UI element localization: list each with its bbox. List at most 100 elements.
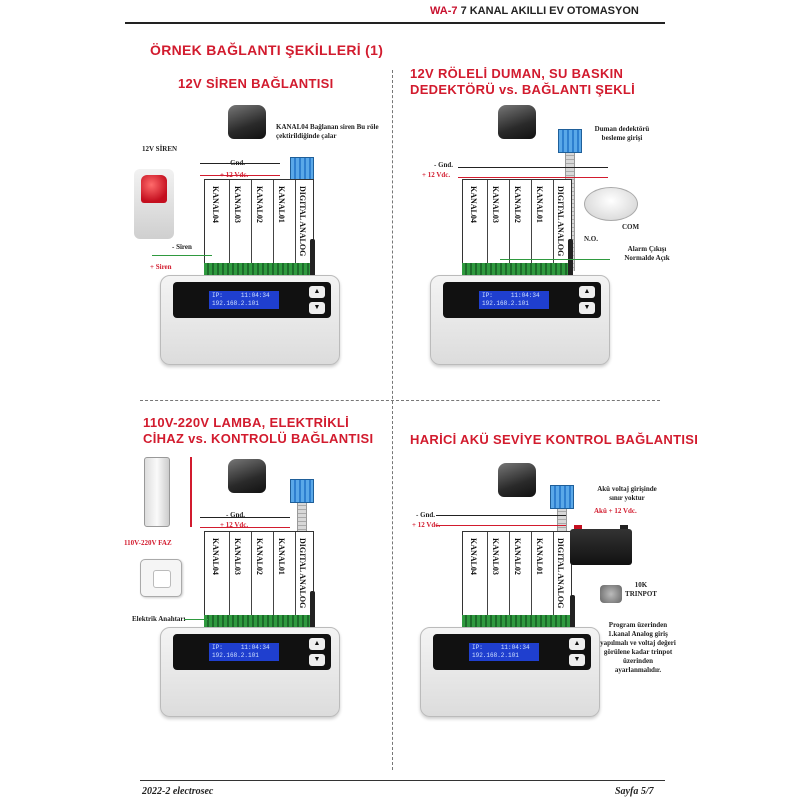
trimpot-label: 10K TRINPOT (625, 581, 657, 598)
down-button[interactable]: ▼ (579, 302, 595, 314)
vdc-wire (436, 525, 566, 526)
header-text: 7 KANAL AKILLI EV OTOMASYON (460, 5, 639, 17)
power-adapter (498, 463, 536, 497)
relay-board: KANAL04 KANAL03 KANAL02 KANAL01 DIGITAL … (204, 179, 314, 280)
channel-label: KANAL03 (233, 186, 242, 223)
section-title-line: 12V RÖLELİ DUMAN, SU BASKIN (410, 66, 624, 81)
antenna (310, 591, 315, 631)
footer-rule (140, 780, 665, 781)
down-button[interactable]: ▼ (569, 654, 585, 666)
lcd-screen: IP: 11:04:34 192.168.2.101 (469, 643, 539, 661)
switch-wire (184, 619, 208, 620)
power-adapter (498, 105, 536, 139)
vdc-wire (458, 177, 608, 178)
channel-label: KANAL02 (513, 538, 522, 575)
section-title-line: 110V-220V LAMBA, ELEKTRİKLİ (143, 415, 350, 430)
battery-plus-label: Akü + 12 Vdc. (594, 507, 637, 515)
terminal-block (462, 263, 572, 275)
program-note: Program üzerinden 1.kanal Analog giriş y… (600, 621, 676, 674)
terminal-block (204, 263, 314, 275)
switch-label: Elektrik Anahtarı (132, 615, 186, 623)
siren-lamp (141, 175, 167, 203)
controller-device: IP: 11:04:34 192.168.2.101 ▲ ▼ (420, 627, 600, 717)
antenna (570, 595, 575, 635)
terminal-block (204, 615, 314, 627)
horizontal-divider (140, 400, 660, 401)
alarm-note: Alarm Çıkışı Normalde Açık (624, 245, 670, 262)
plus-siren-label: + Siren (150, 263, 172, 271)
gnd-label: - Gnd. (226, 511, 246, 519)
channel-label: KANAL02 (513, 186, 522, 223)
down-button[interactable]: ▼ (309, 654, 325, 666)
relay-board: KANAL04 KANAL03 KANAL02 KANAL01 DIGITAL … (204, 531, 314, 632)
header-title: WA-7 7 KANAL AKILLI EV OTOMASYON (430, 5, 639, 17)
lcd-screen: IP: 11:04:34 192.168.2.101 (209, 291, 279, 309)
vdc-label: + 12 Vdc. (220, 171, 249, 179)
controller-device: IP: 11:04:34 192.168.2.101 ▲ ▼ (160, 275, 340, 365)
smoke-power-note: Duman dedektörü besleme girişi (594, 125, 650, 142)
sensor-module (550, 485, 574, 509)
up-button[interactable]: ▲ (569, 638, 585, 650)
vdc-label: + 12 Vdc. (220, 521, 249, 529)
footer-copyright: 2022-2 electrosec (142, 786, 214, 797)
controller-device: IP: 11:04:34 192.168.2.101 ▲ ▼ (430, 275, 610, 365)
channel-label: DIGITAL ANALOG (556, 186, 565, 257)
section-title-lamp: 110V-220V LAMBA, ELEKTRİKLİ CİHAZ vs. KO… (143, 415, 373, 447)
channel-label: KANAL04 (211, 538, 220, 575)
gnd-wire (200, 517, 290, 518)
header-model: WA-7 (430, 5, 458, 17)
terminal-block (462, 615, 572, 627)
controller-device: IP: 11:04:34 192.168.2.101 ▲ ▼ (160, 627, 340, 717)
siren-wire (152, 255, 212, 256)
voltage-note: Akü voltaj girişinde sınır yoktur (597, 485, 657, 502)
footer-page-number: Sayfa 5/7 (615, 786, 654, 797)
com-label: COM (622, 223, 640, 231)
up-button[interactable]: ▲ (309, 286, 325, 298)
alarm-wire (500, 259, 610, 260)
vertical-divider (392, 70, 393, 770)
lcd-screen: IP: 11:04:34 192.168.2.101 (479, 291, 549, 309)
channel-label: KANAL04 (469, 186, 478, 223)
relay-board: KANAL04 KANAL03 KANAL02 KANAL01 DIGITAL … (462, 179, 572, 280)
siren-label: 12V SİREN (142, 145, 178, 153)
vdc-label: + 12 Vdc. (412, 521, 441, 529)
sensor-module (290, 157, 314, 181)
faz-label: 110V-220V FAZ (124, 539, 172, 547)
power-adapter (228, 459, 266, 493)
channel-label: KANAL03 (233, 538, 242, 575)
no-label: N.O. (584, 235, 598, 243)
gnd-label: - Gnd. (416, 511, 436, 519)
gnd-label: - Gnd. (226, 159, 246, 167)
smoke-detector (584, 187, 638, 221)
diagram-smoke: Duman dedektörü besleme girişi - Gnd. + … (400, 95, 670, 395)
channel-label: DIGITAL ANALOG (298, 538, 307, 609)
faz-wire (190, 457, 192, 527)
up-button[interactable]: ▲ (309, 638, 325, 650)
power-adapter (228, 105, 266, 139)
section-title-smoke: 12V RÖLELİ DUMAN, SU BASKIN DEDEKTÖRÜ vs… (410, 66, 635, 98)
minus-siren-label: - Siren (172, 243, 192, 251)
channel-label: KANAL02 (255, 538, 264, 575)
channel-label: KANAL03 (491, 186, 500, 223)
gnd-wire (458, 167, 608, 168)
light-switch (140, 559, 182, 597)
channel-label: KANAL04 (211, 186, 220, 223)
battery (570, 525, 632, 565)
diagram-battery: Akü voltaj girişinde sınır yoktur Akü + … (400, 455, 676, 755)
sensor-module (558, 129, 582, 153)
section-title-line: DEDEKTÖRÜ vs. BAĞLANTI ŞEKLİ (410, 82, 636, 97)
up-button[interactable]: ▲ (579, 286, 595, 298)
channel-label: DIGITAL ANALOG (556, 538, 565, 609)
channel-label: KANAL03 (491, 538, 500, 575)
page-title: ÖRNEK BAĞLANTI ŞEKİLLERİ (1) (150, 42, 384, 58)
sensor-module (290, 479, 314, 503)
relay-board: KANAL04 KANAL03 KANAL02 KANAL01 DIGITAL … (462, 531, 572, 632)
gnd-label: - Gnd. (434, 161, 454, 169)
section-title-battery: HARİCİ AKÜ SEVİYE KONTROL BAĞLANTISI (410, 432, 699, 447)
down-button[interactable]: ▼ (309, 302, 325, 314)
gnd-wire (436, 515, 566, 516)
channel-label: KANAL02 (255, 186, 264, 223)
diagram-lamp: 110V-220V FAZ - Gnd. + 12 Vdc. KANAL04 K… (124, 445, 390, 745)
channel-label: KANAL01 (535, 186, 544, 223)
section-title-line: CİHAZ vs. KONTROLÜ BAĞLANTISI (143, 431, 374, 446)
